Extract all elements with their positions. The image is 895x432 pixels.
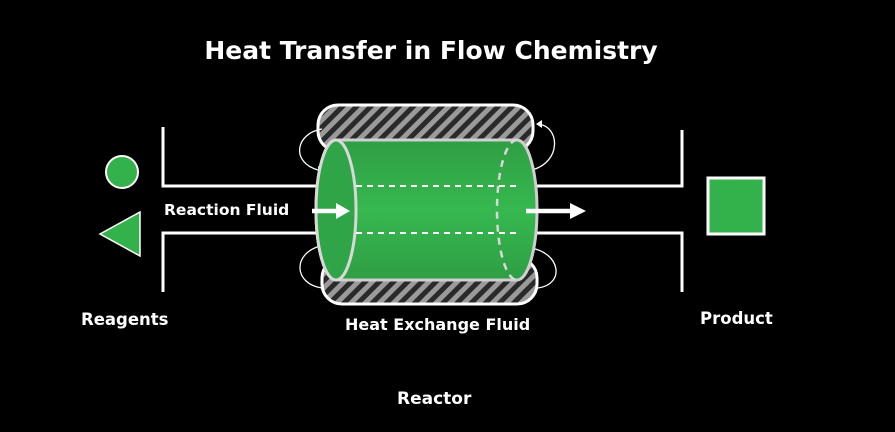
circulation-arrow-bottom-right: [529, 247, 557, 289]
flow-arrow-inlet: [312, 203, 350, 219]
product-label: Product: [700, 309, 773, 328]
reaction-fluid-label: Reaction Fluid: [164, 201, 290, 219]
diagram-title: Heat Transfer in Flow Chemistry: [204, 36, 658, 65]
reagent-circle-icon: [105, 155, 139, 189]
heat-exchange-fluid-label: Heat Exchange Fluid: [345, 315, 531, 334]
reactor-tube: [314, 138, 539, 282]
product-square-icon: [706, 176, 766, 236]
reagent-triangle-icon: [98, 210, 141, 258]
circulation-arrow-top-right: [531, 123, 556, 171]
circulation-arrow-bottom-left: [299, 245, 323, 289]
flow-arrow-outlet: [526, 203, 586, 219]
circulation-arrow-top-left: [299, 128, 323, 171]
reagents-label: Reagents: [81, 310, 169, 329]
reactor-label: Reactor: [397, 389, 472, 409]
